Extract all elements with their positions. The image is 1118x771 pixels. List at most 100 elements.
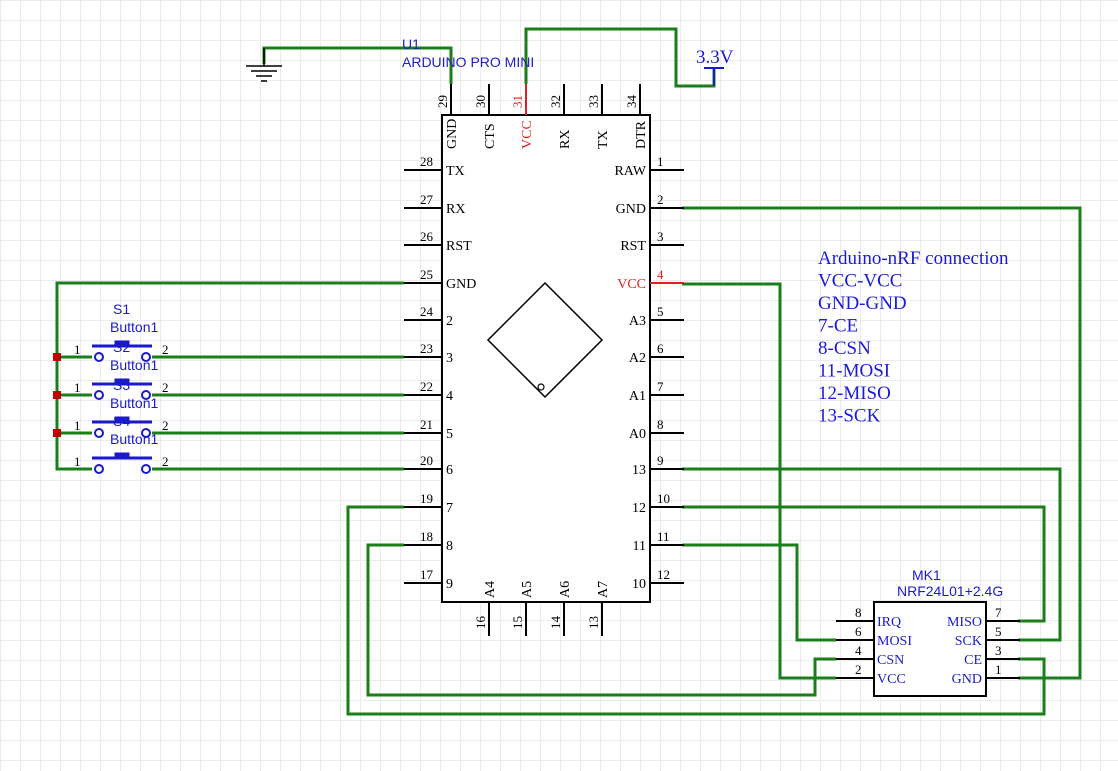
mk1-pin-name: IRQ [877,615,901,630]
button-pin-number: 1 [74,454,81,469]
u1-pin-number: 2 [657,192,664,207]
mk1-pin-name: CSN [877,653,904,668]
button-pin-number: 1 [74,342,81,357]
u1-pin-name: TX [446,164,465,179]
u1-pin1-dot [537,383,545,391]
u1-pin-number: 31 [510,95,525,108]
u1-pin-number: 22 [420,379,433,394]
button-contact [141,390,151,400]
button-contact [94,390,104,400]
u1-designator: U1 [402,36,420,52]
u1-pin-number: 19 [420,491,433,506]
button-contact [94,352,104,362]
u1-pin-name: VCC [617,277,646,292]
wire-gnd-to-mk1-gnd [682,206,1082,680]
u1-pin-number: 5 [657,304,664,319]
button-pin-number: 1 [74,380,81,395]
note-line: 7-CE [818,316,858,337]
u1-pin-number: 13 [586,616,601,629]
note-line: 13-SCK [818,406,881,427]
u1-pin-name: TX [596,130,611,149]
button-contact [94,464,104,474]
note-line: 11-MOSI [818,361,890,382]
u1-pin-name: GND [616,202,646,217]
mk1-pin-number: 8 [855,605,862,620]
u1-pin-name: A7 [596,581,611,598]
mk1-pin-name: MISO [947,615,982,630]
wire-vcc-to-mk1-vcc [682,282,836,680]
mk1-pin-name: GND [952,672,982,687]
u1-pin-number: 21 [420,417,433,432]
mk1-pin-name: VCC [877,672,906,687]
power-label: 3.3V [696,47,734,68]
mk1-pin-number: 7 [995,605,1002,620]
power-flag-3v3: 3.3V [696,47,734,86]
u1-pin-name: 12 [632,501,646,516]
u1-pin-number: 10 [657,491,670,506]
u1-body [441,114,651,603]
u1-pin-number: 3 [657,229,664,244]
wire-pin13-to-sck [682,467,1062,642]
u1-pin-number: 30 [473,95,488,108]
u1-pin-name: 6 [446,463,453,478]
mk1-pin-name: SCK [955,634,982,649]
u1-pin-name: 10 [632,577,646,592]
button-contact [141,464,151,474]
button-contact [141,352,151,362]
u1-pin-name: A3 [629,314,646,329]
u1-pin-number: 26 [420,229,434,244]
button-cap [114,340,130,348]
u1-pin-name: 8 [446,539,453,554]
u1-pin-name: 5 [446,427,453,442]
u1-pin-number: 27 [420,192,434,207]
u1-pin-number: 17 [420,567,434,582]
wire-gnd-pin25-bus [55,281,404,471]
u1-pin-number: 23 [420,341,433,356]
wire-pin12-to-miso [682,505,1046,623]
wire-pin8-to-csn [366,543,836,697]
u1-pin-number: 14 [548,616,563,630]
u1-pin-number: 16 [473,616,488,630]
u1-pin-name: 9 [446,577,453,592]
button-pin-number: 2 [162,342,169,357]
u1-pin-number: 33 [586,95,601,108]
u1-pin-number: 18 [420,529,433,544]
button-cap [114,416,130,424]
note-line: 8-CSN [818,338,871,359]
note-line: Arduino-nRF connection [818,248,1009,269]
u1-pin-name: RX [446,202,465,217]
u1-pin-name: RST [446,239,472,254]
u1-diamond-marking [486,281,604,399]
wire-pin11-to-mosi [682,543,836,642]
u1-pin-name: A1 [629,389,646,404]
u1-pin-number: 4 [657,267,664,282]
button-cap [114,452,130,460]
button-pin-number: 1 [74,418,81,433]
ground-symbol [246,48,282,82]
u1-part-name: ARDUINO PRO MINI [402,54,534,70]
button-designator: S1 [113,301,130,317]
u1-pin-number: 12 [657,567,670,582]
wires [55,27,1082,716]
u1-pin-name: 4 [446,389,453,404]
u1-pin-number: 9 [657,453,664,468]
u1-pin-number: 8 [657,417,664,432]
u1-pin-name: A4 [483,581,498,598]
mk1-pin-name: CE [964,653,982,668]
u1-pin-name: GND [445,119,460,149]
u1-pin-name: VCC [520,120,535,149]
mk1-part-name: NRF24L01+2.4G [897,583,1003,599]
u1-pin-name: A2 [629,351,646,366]
mk1-pin-number: 1 [995,662,1002,677]
button-contact [141,428,151,438]
u1-pin-name: RX [558,130,573,149]
u1-pin-name: A0 [629,427,646,442]
u1-pin-name: 11 [633,539,646,554]
mk1-pin-name: MOSI [877,634,912,649]
